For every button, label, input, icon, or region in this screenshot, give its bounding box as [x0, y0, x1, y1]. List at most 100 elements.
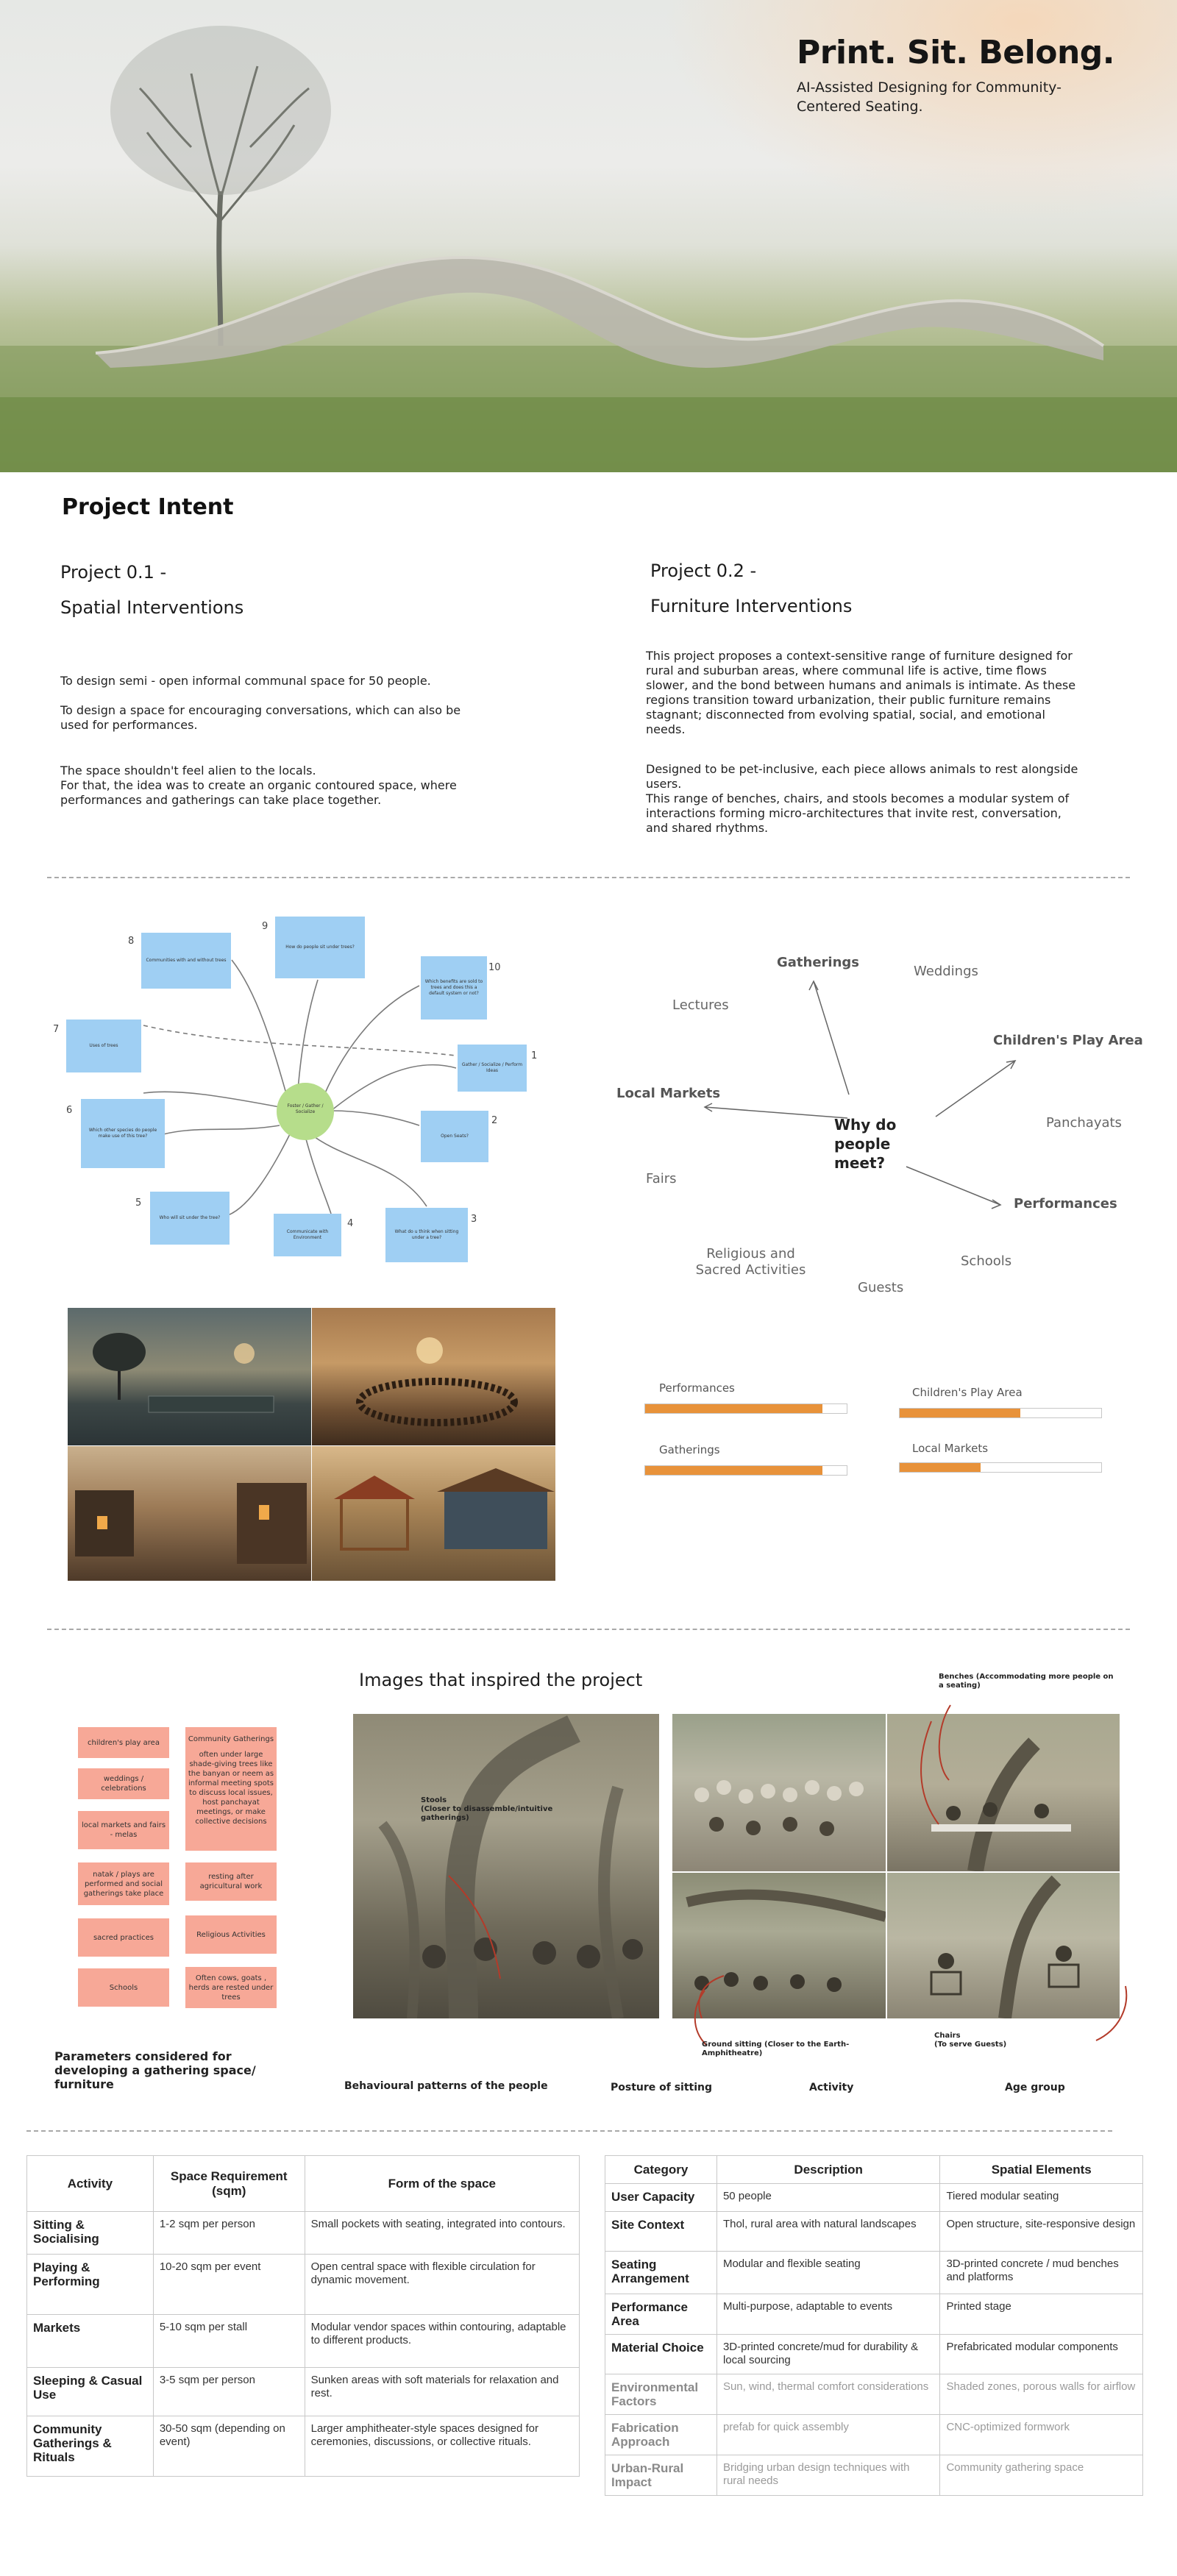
- table1-cell: Sunken areas with soft materials for rel…: [304, 2367, 580, 2416]
- table1-cell: 30-50 sqm (depending on event): [152, 2416, 305, 2477]
- mindmap-note-5: Who will sit under the tree?: [150, 1192, 230, 1245]
- mindmap-note-number: 7: [53, 1024, 60, 1035]
- param-left-6: Schools: [78, 1968, 169, 2007]
- photo-banyan-stools: [353, 1714, 659, 2018]
- bar-track-performances: [644, 1403, 847, 1414]
- table-row: Performance Area Multi-purpose, adaptabl…: [605, 2294, 1143, 2335]
- hero-illustration: [0, 26, 1177, 472]
- caption-age-group: Age group: [1005, 2082, 1065, 2093]
- table1-cell: Modular vendor spaces within contouring,…: [304, 2314, 580, 2368]
- caption-activity: Activity: [809, 2082, 854, 2093]
- why-word-weddings: Weddings: [914, 964, 978, 979]
- why-word-childrens-play-area: Children's Play Area: [993, 1033, 1143, 1048]
- divider: [47, 1629, 1130, 1630]
- table-row: Seating Arrangement Modular and flexible…: [605, 2251, 1143, 2294]
- param-left-4: natak / plays are performed and social g…: [78, 1862, 169, 1905]
- bar-label-performances: Performances: [659, 1381, 735, 1395]
- mindmap-note-number: 4: [347, 1218, 354, 1229]
- param-left-5: sacred practices: [78, 1918, 169, 1957]
- annotation-chairs: Chairs (To serve Guests): [934, 2032, 1007, 2049]
- bar-track-local-markets: [899, 1462, 1102, 1473]
- bar-fill-local-markets: [900, 1463, 981, 1472]
- table1-cell: Larger amphitheater-style spaces designe…: [304, 2416, 580, 2477]
- activity-space-table: Activity Space Requirement (sqm) Form of…: [26, 2155, 580, 2477]
- table2-cell: Environmental Factors: [605, 2374, 717, 2415]
- table2-cell: Community gathering space: [939, 2455, 1143, 2496]
- why-word-schools: Schools: [961, 1253, 1012, 1269]
- bar-label-local-markets: Local Markets: [912, 1442, 989, 1455]
- table2-cell: 50 people: [716, 2183, 941, 2212]
- param-right-2: resting after agricultural work: [185, 1862, 277, 1901]
- project-01-para-1: To design semi - open informal communal …: [60, 674, 431, 688]
- caption-behaviour: Behavioural patterns of the people: [344, 2080, 548, 2092]
- annotation-stools: Stools (Closer to disassemble/intuitive …: [421, 1796, 553, 1822]
- mindmap-note-7: Uses of trees: [66, 1020, 141, 1072]
- why-word-gatherings: Gatherings: [777, 955, 860, 970]
- photo-bench-tree: [887, 1714, 1120, 1871]
- table2-cell: Thol, rural area with natural landscapes: [716, 2211, 941, 2252]
- table1-cell: 3-5 sqm per person: [152, 2367, 305, 2416]
- inspiration-annotation-lines: [694, 1704, 1128, 2046]
- mindmap-note-number: 9: [262, 921, 269, 932]
- table2-cell: prefab for quick assembly: [716, 2414, 941, 2455]
- section-title-project-intent: Project Intent: [62, 494, 234, 520]
- table-row: Material Choice 3D-printed concrete/mud …: [605, 2334, 1143, 2374]
- table2-cell: User Capacity: [605, 2183, 717, 2212]
- project-02-para-2: Designed to be pet-inclusive, each piece…: [646, 762, 1078, 835]
- table-row: User Capacity 50 people Tiered modular s…: [605, 2183, 1143, 2212]
- photo-crowd-seated: [672, 1714, 886, 1871]
- table-row: Playing & Performing 10-20 sqm per event…: [26, 2254, 580, 2315]
- why-word-fairs: Fairs: [646, 1171, 677, 1186]
- table1-cell: 1-2 sqm per person: [152, 2211, 305, 2255]
- mindmap-note-1: Gather / Socialize / Perform Ideas: [458, 1045, 527, 1092]
- param-right-community-title: Community Gatherings: [188, 1735, 274, 1743]
- mindmap-note-8: Communities with and without trees: [141, 933, 231, 989]
- hero-subtitle: AI-Assisted Designing for Community-Cent…: [797, 79, 1062, 115]
- why-word-local-markets: Local Markets: [616, 1086, 721, 1101]
- table-row: Urban-Rural Impact Bridging urban design…: [605, 2455, 1143, 2496]
- param-right-community-desc: often under large shade-giving trees lik…: [188, 1751, 274, 1826]
- divider: [26, 2130, 1112, 2132]
- bar-track-childrens-play-area: [899, 1408, 1102, 1418]
- table-row: Sitting & Socialising 1-2 sqm per person…: [26, 2211, 580, 2255]
- table2-cell: Sun, wind, thermal comfort consideration…: [716, 2374, 941, 2415]
- table1-cell: Sleeping & Casual Use: [26, 2367, 154, 2416]
- project-01-name: Spatial Interventions: [60, 597, 244, 618]
- table2-cell: Tiered modular seating: [939, 2183, 1143, 2212]
- bar-label-childrens-play-area: Children's Play Area: [912, 1386, 1023, 1399]
- table-row: Markets 5-10 sqm per stall Modular vendo…: [26, 2314, 580, 2368]
- param-left-2: weddings / celebrations: [78, 1768, 169, 1799]
- annotation-benches: Benches (Accommodating more people on a …: [939, 1673, 1114, 1690]
- table1-header: Space Requirement (sqm): [152, 2155, 305, 2212]
- mindmap-note-number: 3: [471, 1214, 477, 1225]
- table1-cell: Sitting & Socialising: [26, 2211, 154, 2255]
- table2-header: Description: [716, 2155, 941, 2184]
- mindmap-note-number: 2: [491, 1115, 498, 1126]
- mindmap-note-6: Which other species do people make use o…: [81, 1099, 165, 1168]
- param-right-3: Religious Activities: [185, 1915, 277, 1954]
- table2-cell: 3D-printed concrete/mud for durability &…: [716, 2334, 941, 2374]
- table2-cell: 3D-printed concrete / mud benches and pl…: [939, 2251, 1143, 2294]
- table2-cell: Open structure, site-responsive design: [939, 2211, 1143, 2252]
- photo-tree-platform: [68, 1308, 311, 1445]
- project-02-label: Project 0.2 -: [650, 561, 757, 581]
- table2-cell: Multi-purpose, adaptable to events: [716, 2294, 941, 2335]
- photo-playground-houses: [312, 1446, 555, 1581]
- bar-track-gatherings: [644, 1465, 847, 1476]
- param-right-4: Often cows, goats , herds are rested und…: [185, 1967, 277, 2008]
- divider: [47, 877, 1130, 878]
- bar-fill-performances: [645, 1404, 823, 1413]
- table2-header: Spatial Elements: [939, 2155, 1143, 2184]
- mindmap-note-10: Which benefits are sold to trees and doe…: [421, 956, 487, 1020]
- table2-cell: CNC-optimized formwork: [939, 2414, 1143, 2455]
- project-01-para-3: The space shouldn't feel alien to the lo…: [60, 764, 457, 807]
- photo-chairs: [887, 1873, 1120, 2018]
- mindmap-note-number: 5: [135, 1198, 142, 1209]
- project-02-para-1: This project proposes a context-sensitiv…: [646, 649, 1076, 736]
- bar-label-gatherings: Gatherings: [659, 1443, 720, 1456]
- table2-cell: Site Context: [605, 2211, 717, 2252]
- param-left-3: local markets and fairs - melas: [78, 1811, 169, 1849]
- hero-banner: Print. Sit. Belong. AI-Assisted Designin…: [0, 0, 1177, 472]
- table2-cell: Seating Arrangement: [605, 2251, 717, 2294]
- photo-village-street: [68, 1446, 311, 1581]
